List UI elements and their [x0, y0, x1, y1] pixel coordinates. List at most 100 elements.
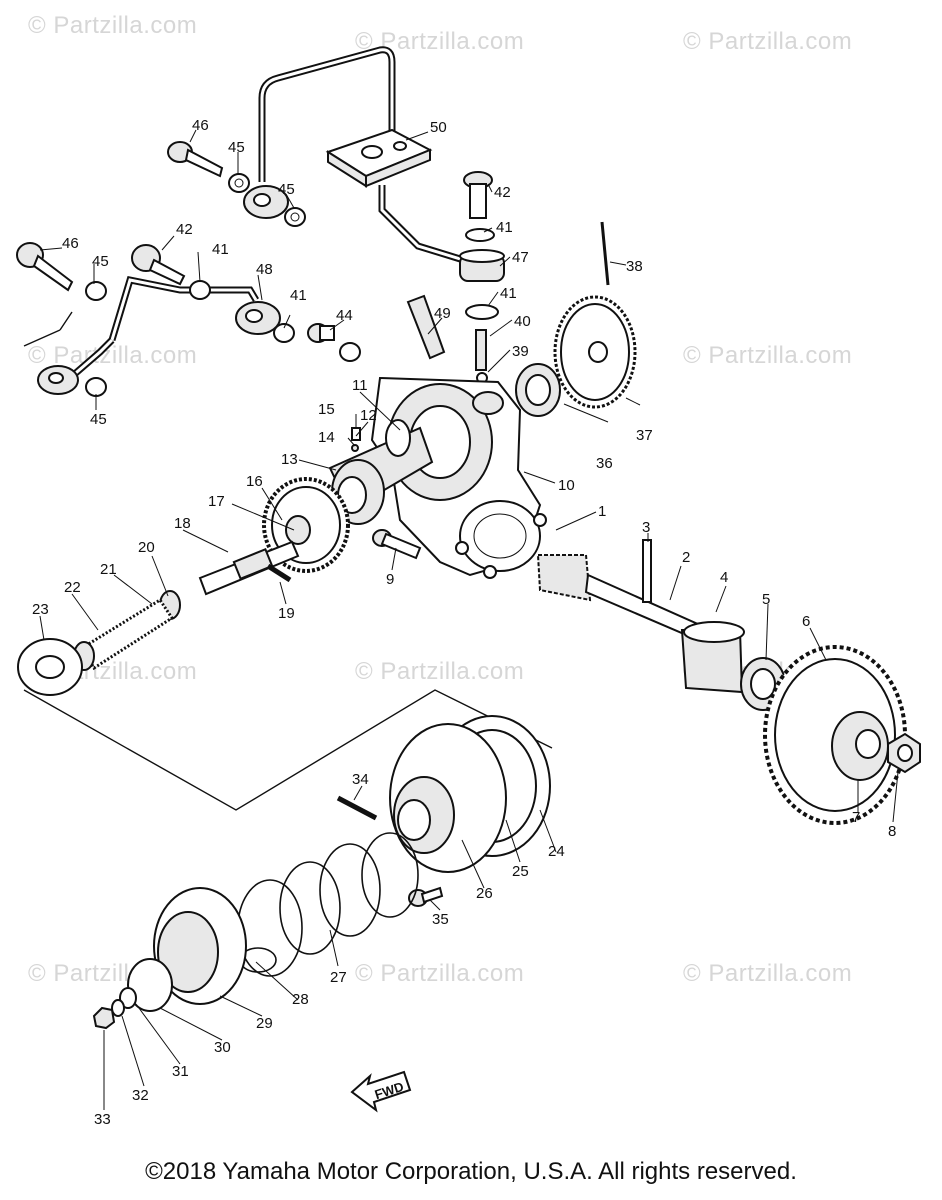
leader-lines [39, 129, 899, 1110]
callout-10: 10 [558, 477, 575, 494]
callout-12: 12 [360, 407, 377, 424]
ball [351, 444, 359, 452]
callout-32: 32 [132, 1087, 149, 1104]
callout-37: 37 [636, 427, 653, 444]
callout-46: 46 [62, 235, 79, 252]
callout-17: 17 [208, 493, 225, 510]
callout-labels: 1 2 3 4 5 6 7 8 9 10 11 12 13 14 15 16 1… [32, 117, 896, 1128]
banjo-fitting [243, 185, 289, 219]
callout-3: 3 [642, 519, 650, 536]
callout-41: 41 [212, 241, 229, 258]
callout-45: 45 [92, 253, 109, 270]
nut [92, 1006, 116, 1030]
cover-plate [389, 715, 551, 873]
banjo-bolt [463, 171, 493, 219]
callout-31: 31 [172, 1063, 189, 1080]
shaft-gear [328, 419, 434, 525]
oil-tank-plate [325, 128, 433, 188]
callout-48: 48 [256, 261, 273, 278]
callout-6: 6 [802, 613, 810, 630]
fwd-arrow: FWD [350, 1070, 412, 1113]
banjo-fitting [235, 301, 281, 335]
callout-22: 22 [64, 579, 81, 596]
washer [465, 228, 495, 242]
callout-18: 18 [174, 515, 191, 532]
bolt [372, 529, 422, 560]
callout-20: 20 [138, 539, 155, 556]
callout-11: 11 [352, 377, 368, 394]
watermark: © Partzilla.com [683, 342, 853, 369]
callout-44: 44 [336, 307, 353, 324]
callout-25: 25 [512, 863, 529, 880]
watermark: © Partzilla.com [28, 12, 198, 39]
coil-spring [73, 597, 175, 671]
banjo-bolt [16, 242, 74, 292]
callout-47: 47 [512, 249, 529, 266]
callout-29: 29 [256, 1015, 273, 1032]
callout-7: 7 [852, 809, 860, 826]
callout-1: 1 [598, 503, 606, 520]
pin [336, 795, 378, 821]
sleeve [680, 621, 745, 694]
callout-36: 36 [596, 455, 613, 472]
callout-34: 34 [352, 771, 369, 788]
screw [408, 886, 444, 907]
oil-pipe-upper [67, 46, 472, 381]
pin [351, 427, 361, 441]
shaft [198, 540, 300, 596]
washer [119, 987, 137, 1009]
callout-39: 39 [512, 343, 529, 360]
callout-41: 41 [496, 219, 513, 236]
banjo-fitting [459, 249, 505, 282]
callout-33: 33 [94, 1111, 111, 1128]
disc-plate [17, 638, 83, 696]
pin [266, 563, 292, 583]
nut [887, 732, 921, 774]
cotter-pin [600, 221, 610, 286]
callout-30: 30 [214, 1039, 231, 1056]
watermark: © Partzilla.com [28, 342, 198, 369]
callout-27: 27 [330, 969, 347, 986]
callout-24: 24 [548, 843, 565, 860]
callout-42: 42 [494, 184, 511, 201]
callout-41: 41 [290, 287, 307, 304]
callout-19: 19 [278, 605, 295, 622]
pin [642, 539, 652, 603]
callout-45: 45 [228, 139, 245, 156]
callout-14: 14 [318, 429, 335, 446]
callout-2: 2 [682, 549, 690, 566]
callout-46: 46 [192, 117, 209, 134]
watermark: © Partzilla.com [683, 28, 853, 55]
callout-23: 23 [32, 601, 49, 618]
washer [284, 207, 306, 227]
callout-38: 38 [626, 258, 643, 275]
washer [465, 304, 499, 320]
callout-26: 26 [476, 885, 493, 902]
callout-21: 21 [100, 561, 117, 578]
callout-45: 45 [278, 181, 295, 198]
banjo-fitting [37, 365, 79, 395]
spring-washer [111, 999, 125, 1017]
coil-ring [237, 832, 419, 977]
callout-5: 5 [762, 591, 770, 608]
washer [273, 323, 295, 343]
watermark: © Partzilla.com [355, 960, 525, 987]
bearing [515, 363, 561, 417]
washer [85, 281, 107, 301]
washer [189, 280, 211, 300]
callout-40: 40 [514, 313, 531, 330]
callout-8: 8 [888, 823, 896, 840]
banjo-bolt [167, 141, 224, 178]
callout-35: 35 [432, 911, 449, 928]
callout-49: 49 [434, 305, 451, 322]
callout-9: 9 [386, 571, 394, 588]
watermark: © Partzilla.com [355, 658, 525, 685]
callout-13: 13 [281, 451, 298, 468]
callout-15: 15 [318, 401, 335, 418]
helical-gear [763, 645, 907, 825]
callout-50: 50 [430, 119, 447, 136]
gear-large [553, 295, 637, 409]
callout-16: 16 [246, 473, 263, 490]
callout-41: 41 [500, 285, 517, 302]
